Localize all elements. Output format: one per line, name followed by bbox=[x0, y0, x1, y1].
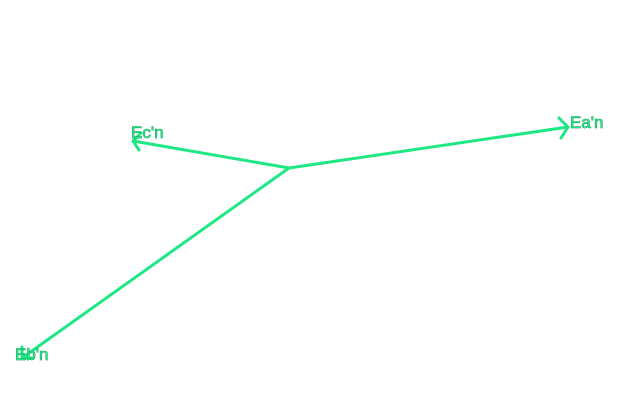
phasor-ea-arrowhead bbox=[557, 116, 570, 140]
phasor-eb-label: Eb'n bbox=[15, 345, 49, 364]
phasor-ec: Ec'n bbox=[131, 123, 291, 170]
phasor-ea-line bbox=[287, 125, 570, 170]
phasor-ec-arrowhead bbox=[131, 131, 143, 152]
phasor-ea: Ea'n bbox=[287, 113, 604, 170]
phasor-eb-arrowhead bbox=[20, 345, 35, 360]
phasor-ea-label: Ea'n bbox=[570, 113, 604, 132]
phasor-ec-label: Ec'n bbox=[131, 123, 164, 142]
phasor-eb: Eb'n bbox=[15, 166, 291, 364]
phasor-eb-line bbox=[20, 166, 291, 360]
phasor-ec-line bbox=[131, 139, 291, 170]
